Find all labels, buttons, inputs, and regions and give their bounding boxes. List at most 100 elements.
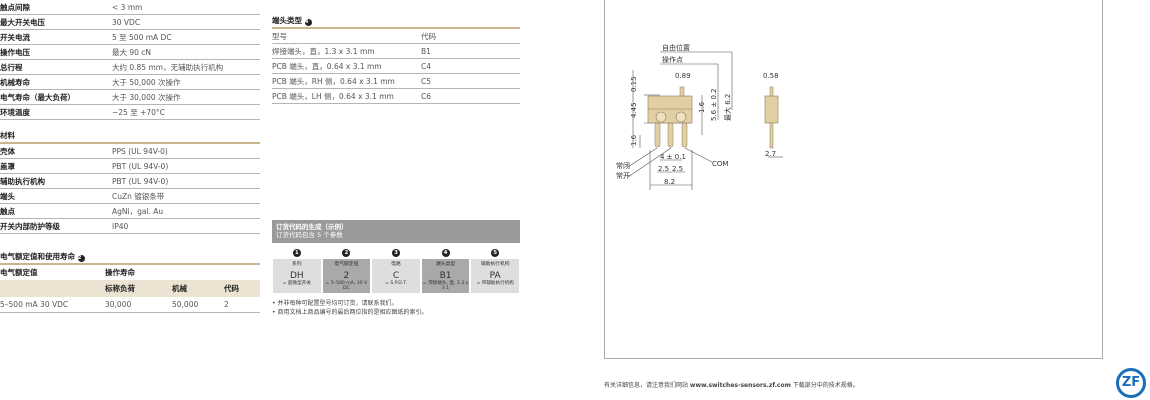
col-life: 操作寿命 (105, 268, 135, 277)
dim-82: 8.2 (664, 178, 675, 186)
row-value: PPS (UL 94V-0) (112, 146, 168, 156)
param-label: 端头类型 (421, 259, 470, 270)
badge-icon: 4 (304, 19, 312, 26)
row-label: 电气寿命（最大负荷） (0, 92, 75, 102)
col-type: 型号 (272, 31, 287, 41)
zf-logo: ZF (1116, 368, 1146, 398)
row-label: 操作电压 (0, 47, 30, 57)
row-label: 开关电流 (0, 32, 30, 42)
footer-tail: 下载部分中的技术规格。 (790, 382, 859, 389)
param-code: C (392, 271, 400, 281)
param-value: C= S.P.D.T. (372, 270, 420, 293)
row-label: PCB 端头，RH 侧，0.64 x 3.1 mm (272, 76, 395, 86)
row-value: PBT (UL 94V-0) (112, 176, 169, 186)
param-label: 电气额定值 (322, 259, 371, 270)
order-title: 订货代码的生成（示例） (276, 223, 348, 231)
label-nc: 常闭 (616, 161, 630, 170)
row-label: PCB 端头，直，0.64 x 3.1 mm (272, 61, 382, 71)
website-link[interactable]: www.switches-sensors.zf.com (689, 382, 791, 389)
row-value: 大于 50,000 次操作 (112, 77, 181, 87)
sub-mech: 机械 (172, 284, 187, 293)
row-label: PCB 端头，LH 侧，0.64 x 3.1 mm (272, 91, 394, 101)
table-row: 辅助执行机构 PBT (UL 94V-0) (0, 174, 260, 189)
dim-089: 0.89 (675, 72, 691, 80)
table-row: 触点间隙 < 3 mm (0, 0, 260, 15)
table-row: 盖罩 PBT (UL 94V-0) (0, 159, 260, 174)
ratings-title-text: 电气额定值和使用寿命 (0, 252, 75, 261)
materials-title: 材料 (0, 129, 260, 144)
specs-table: 触点间隙 < 3 mm 最大开关电压 30 VDC 开关电流 5 至 500 mA DC 操… (0, 0, 260, 120)
order-note: • 商用文档上商品编号的最后两位指的是相应图纸的索引。 (272, 309, 428, 316)
footer-lead: 有关详细信息，请注意我们网站 (604, 382, 690, 389)
param-code: DH (289, 271, 304, 281)
step-number-icon: 5 (491, 249, 500, 257)
param-code: PA (489, 271, 501, 281)
param-desc: = 带辅助执行机构 (476, 281, 514, 286)
row-label: 盖罩 (0, 161, 15, 171)
footer-text: 有关详细信息，请注意我们网站 www.switches-sensors.zf.c… (604, 380, 859, 389)
dimension-drawing: 自由位置 操作点 0.89 0.15 4.45 1.6 1.6 5.6 ± 0.… (616, 43, 783, 190)
label-operating-point: 操作点 (662, 55, 683, 64)
param-value: 2= 5–500 mA, 30 V DC (322, 270, 371, 293)
param-value: DH= 超微型开关 (273, 270, 321, 293)
ratings-table: 电气额定值和使用寿命 2 电气额定值操作寿命 标称负荷机械代码 5–500 mA… (0, 250, 260, 313)
sub-code: 代码 (224, 284, 239, 293)
dim-445: 4.45 (630, 102, 638, 118)
badge-icon: 2 (77, 255, 85, 262)
row-value: 大约 0.85 mm，无辅助执行机构 (112, 62, 224, 72)
row-value: 30 VDC (112, 17, 141, 27)
table-row: 总行程大约 0.85 mm，无辅助执行机构 (0, 60, 260, 75)
row-label: 辅助执行机构 (0, 176, 45, 186)
row-label: 最大开关电压 (0, 17, 45, 27)
row-label: 壳体 (0, 146, 15, 156)
code-value: 2 (224, 300, 229, 309)
row-label: 触点 (0, 206, 15, 216)
order-subtitle: 订货代码包含 5 个参数 (276, 231, 343, 239)
row-value: B1 (421, 46, 431, 56)
table-row: 壳体 PPS (UL 94V-0) (0, 144, 260, 159)
table-row: 最大开关电压 30 VDC (0, 15, 260, 30)
terminals-title-text: 端头类型 (272, 16, 302, 25)
param-code: B1 (439, 271, 452, 281)
dim-16-left: 1.6 (630, 134, 638, 146)
terminals-title: 端头类型 4 (272, 14, 520, 29)
param-desc: = 超微型开关 (282, 281, 311, 286)
row-value: 最大 90 cN (112, 47, 152, 57)
row-value: < 3 mm (112, 2, 143, 12)
row-label: 开关内部防护等级 (0, 221, 60, 231)
row-value: C4 (421, 61, 432, 71)
zf-logo-text: ZF (1121, 375, 1141, 390)
param-desc: = 5–500 mA, 30 V DC (325, 281, 368, 291)
drawing-frame (604, 0, 1103, 359)
table-row: 操作电压 最大 90 cN (0, 45, 260, 60)
row-label: 触点间隙 (0, 2, 30, 12)
table-row: 环境温度−25 至 +70°C (0, 105, 260, 120)
dim-max62: 最大 6.2 (723, 94, 732, 121)
table-row: 机械寿命大于 50,000 次操作 (0, 75, 260, 90)
param-code: 2 (343, 271, 350, 281)
row-value: 大于 30,000 次操作 (112, 92, 181, 102)
dim-015: 0.15 (630, 76, 638, 92)
dim-16-right: 1.6 (698, 101, 706, 113)
mech-value: 50,000 (172, 300, 199, 309)
step-number-icon: 1 (292, 249, 301, 257)
row-value: 5 至 500 mA DC (112, 32, 172, 42)
step-number-icon: 2 (342, 249, 351, 257)
dim-4: 4 ± 0.1 (660, 153, 686, 161)
ratings-title: 电气额定值和使用寿命 2 (0, 250, 260, 265)
col-rating: 电气额定值 (0, 268, 38, 277)
order-note: • 并非每种可配置型号均可订货，请联系我们。 (272, 300, 398, 307)
step-number-icon: 4 (441, 249, 450, 257)
col-code: 代码 (421, 31, 436, 41)
row-value: PBT (UL 94V-0) (112, 161, 169, 171)
